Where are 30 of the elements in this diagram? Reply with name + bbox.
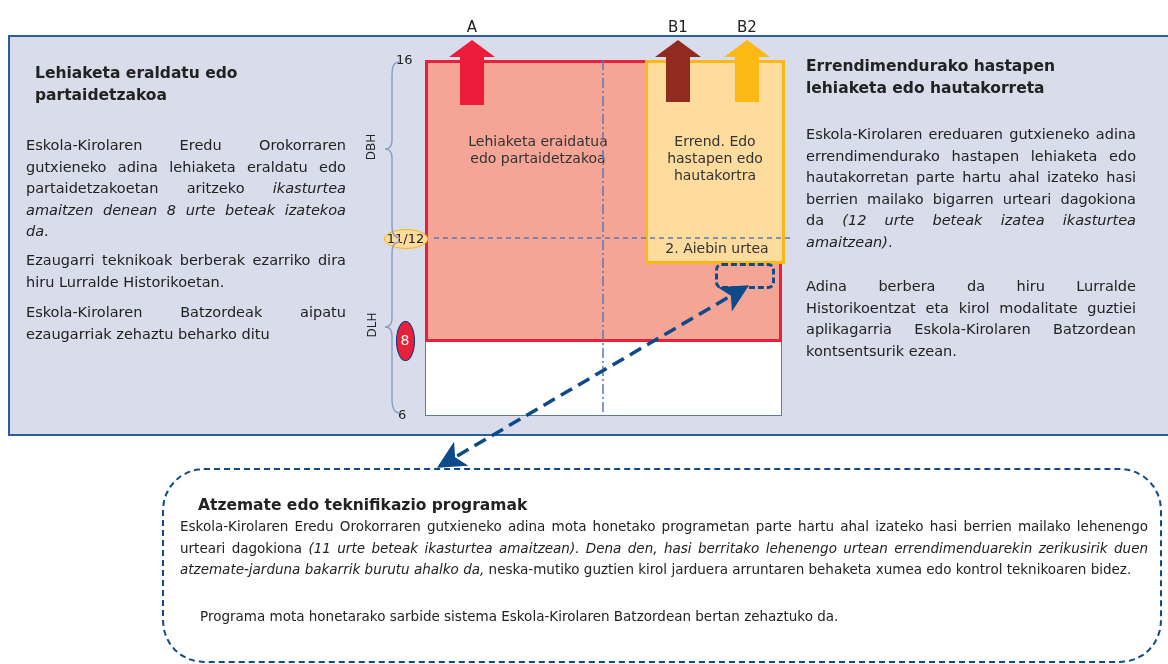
zone-label: Errend. Edo hastapen edo hautakortra: [666, 133, 764, 184]
zone-label: Lehiaketa eraidatua edo partaidetzakoa: [468, 133, 608, 167]
up-arrow: [724, 40, 770, 102]
up-arrow: [449, 40, 495, 105]
info-panel: [162, 468, 1162, 663]
body-text: Adina berbera da hiru Lurralde Historikoentzat eta kirol modalitate guztiei aplikagarria Eskola-Kirolaren Batzordean kontsentsurik ezean.: [806, 277, 1136, 361]
body-text: Eskola-Kirolaren Batzordeak aipatu ezaugarriak zehaztu beharko ditu: [26, 303, 346, 344]
body-text: Eskola-Kirolaren Eredu Orokorraren gutxieneko adina lehiaketa eraldatu edo partaidetzakoetan aritzeko ikasturtea amaitzen denean 8 urte beteak izatekoa da.: [26, 136, 346, 241]
panel-heading: Atzemate edo teknifikazio programak: [198, 495, 529, 516]
panel-text: Eskola-Kirolaren Eredu Orokorraren gutxieneko adina mota honetako programetan parte hartu ahal izateko hasi berrien mailako lehenengo urteari dagokiona (11 urte beteak ikasturtea amaitzean). Dena den, hasi berritako lehenengo urtean errendimenduarekin zerikusirik duen atzemate-jarduna bakarrik burutu ahalko da, neska-mutiko guztien kirol jarduera arruntaren behaketa xumea edo kontrol teknikoaren bidez.: [180, 517, 1148, 579]
panel-text: Programa mota honetarako sarbide sistema Eskola-Kirolaren Batzordean bertan zehaztuko da.: [200, 607, 840, 626]
axis-value: 16: [396, 52, 413, 67]
section-heading: Lehiaketa eraldatu edo partaidetzakoa: [35, 63, 239, 106]
performance-zone: [645, 60, 785, 264]
axis-value: 6: [398, 407, 407, 422]
edge-label: B1: [667, 18, 689, 36]
year-label: 2. Aiebin urtea: [664, 240, 770, 257]
section-heading: Errendimendurako hastapen lehiaketa edo hautakorreta: [806, 56, 1056, 99]
dashed-arrow: [437, 285, 749, 468]
body-text: Eskola-Kirolaren ereduaren gutxieneko adina errendimendurako hastapen lehiaketa edo hautakorretan parte hartu ahal izateko hasi berrien mailako bigarren urteari dagokiona da (12 urte beteak izatea ikasturtea amaitzean).: [806, 125, 1136, 252]
body-text: Ezaugarri teknikoak berberak ezarriko dira hiru Lurralde Historikoetan.: [26, 251, 346, 292]
age-number: 8: [399, 332, 411, 348]
axis-label: DBH: [364, 133, 379, 161]
up-arrow: [655, 40, 701, 102]
competition-zone: [425, 60, 782, 342]
dashed-highlight-box: [715, 263, 775, 289]
axis-label: DLH: [365, 312, 380, 338]
edge-label: B2: [736, 18, 758, 36]
age-number: 11/12: [385, 230, 426, 247]
edge-label: A: [465, 18, 479, 36]
